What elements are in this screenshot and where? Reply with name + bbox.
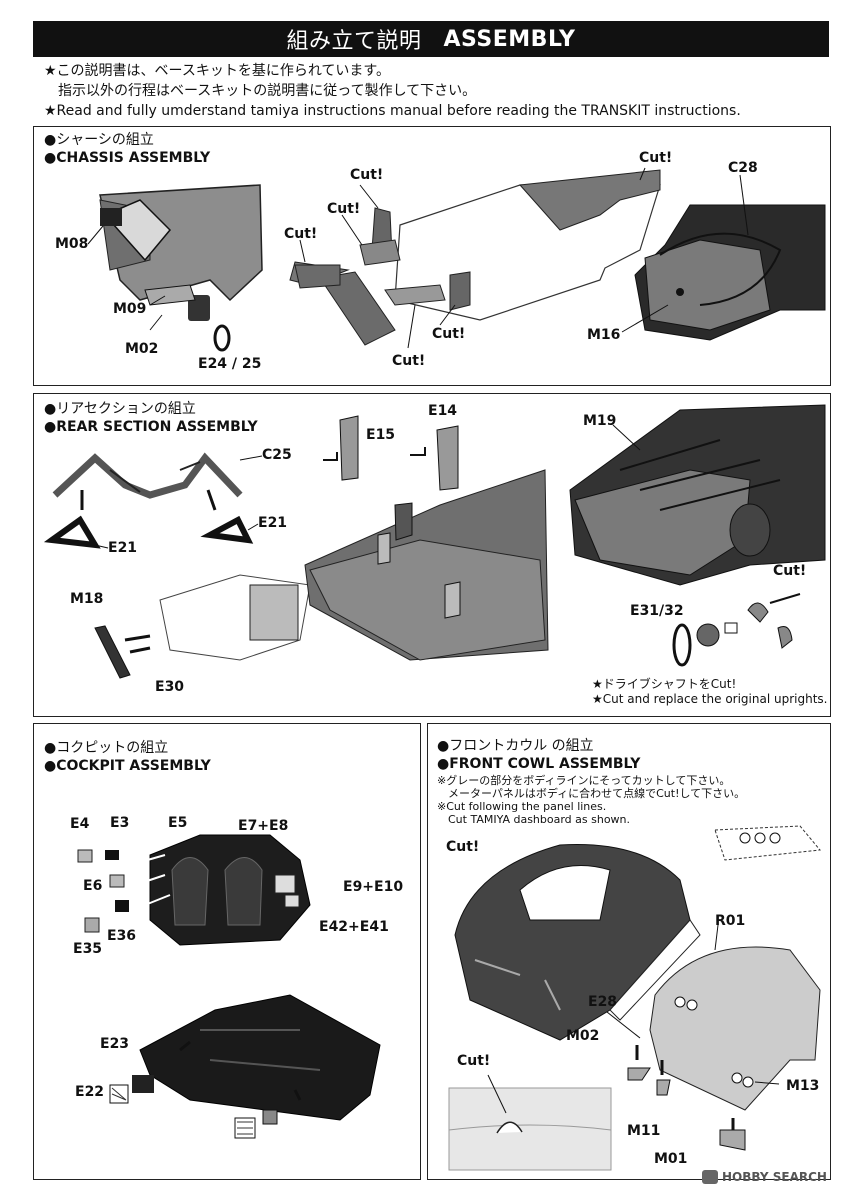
cockpit-title-jp: ●コクピットの組立 bbox=[44, 740, 169, 756]
front-cowl-title: ●フロントカウル の組立 ●FRONT COWL ASSEMBLY bbox=[437, 737, 640, 773]
label-m16: M16 bbox=[587, 327, 621, 343]
label-cowl-cut-1: Cut! bbox=[446, 839, 480, 855]
c25-spring-drawing bbox=[43, 452, 263, 549]
label-e23: E23 bbox=[100, 1036, 130, 1052]
label-cut-3: Cut! bbox=[284, 226, 318, 242]
label-e28: E28 bbox=[588, 994, 618, 1010]
rear-note-jp: ★ドライブシャフトをCut! bbox=[592, 677, 737, 691]
label-e21-left: E21 bbox=[108, 540, 138, 556]
page-header: 組み立て説明 ASSEMBLY bbox=[33, 21, 829, 57]
cowl-note-3: ※Cut following the panel lines. bbox=[437, 800, 607, 813]
cockpit-title: ●コクピットの組立 ●COCKPIT ASSEMBLY bbox=[44, 739, 211, 775]
label-e30: E30 bbox=[155, 679, 185, 695]
label-cut-4: Cut! bbox=[639, 150, 673, 166]
label-e3: E3 bbox=[110, 815, 130, 831]
label-m09: M09 bbox=[113, 301, 147, 317]
intro-text: ★この説明書は、ベースキットを基に作られています。 指示以外の行程はベースキット… bbox=[44, 61, 741, 121]
label-c28: C28 bbox=[728, 160, 758, 176]
label-e35: E35 bbox=[73, 941, 103, 957]
front-cowl-title-en: ●FRONT COWL ASSEMBLY bbox=[437, 756, 641, 772]
intro-line-1: ★この説明書は、ベースキットを基に作られています。 bbox=[44, 63, 391, 79]
rear-floor-drawing bbox=[304, 415, 549, 661]
front-suspension-drawing bbox=[87, 184, 263, 352]
header-title-en: ASSEMBLY bbox=[443, 26, 576, 52]
front-cowl-title-jp: ●フロントカウル の組立 bbox=[437, 738, 594, 754]
label-rear-cut: Cut! bbox=[773, 563, 807, 579]
label-cut-2: Cut! bbox=[327, 201, 361, 217]
label-cowl-m02: M02 bbox=[566, 1028, 600, 1044]
label-m13: M13 bbox=[786, 1078, 820, 1094]
label-e14: E14 bbox=[428, 403, 458, 419]
label-e15: E15 bbox=[366, 427, 396, 443]
rear-note-en: ★Cut and replace the original uprights. bbox=[592, 692, 828, 706]
label-m11: M11 bbox=[627, 1123, 661, 1139]
label-cut-5: Cut! bbox=[432, 326, 466, 342]
label-e6: E6 bbox=[83, 878, 103, 894]
dashboard-drawing bbox=[714, 825, 821, 861]
cowl-note-2: メーターパネルはボディに合わせて点線でCut!して下さい。 bbox=[437, 787, 746, 800]
label-e9-e10: E9+E10 bbox=[343, 879, 404, 895]
floor-pan-drawing bbox=[289, 167, 661, 349]
label-e5: E5 bbox=[168, 815, 188, 831]
label-e36: E36 bbox=[107, 928, 137, 944]
cowl-note-4: Cut TAMIYA dashboard as shown. bbox=[437, 813, 631, 826]
rear-frame-drawing bbox=[621, 174, 826, 341]
chassis-title-jp: ●シャーシの組立 bbox=[44, 132, 154, 148]
label-m19: M19 bbox=[583, 413, 617, 429]
label-m18: M18 bbox=[70, 591, 104, 607]
label-e4: E4 bbox=[70, 816, 90, 832]
label-cut-1: Cut! bbox=[350, 167, 384, 183]
hobby-search-logo-icon bbox=[702, 1170, 718, 1184]
engine-frame-drawing bbox=[94, 574, 311, 679]
cut-detail-drawing bbox=[448, 1074, 612, 1171]
intro-line-2: 指示以外の行程はベースキットの説明書に従って製作して下さい。 bbox=[44, 83, 477, 99]
label-e42-e41: E42+E41 bbox=[319, 919, 389, 935]
header-title-jp: 組み立て説明 bbox=[286, 29, 422, 54]
chassis-title-en: ●CHASSIS ASSEMBLY bbox=[44, 150, 211, 166]
label-e7-e8: E7+E8 bbox=[238, 818, 289, 834]
label-m08: M08 bbox=[55, 236, 89, 252]
cowl-note-1: ※グレーの部分をボディラインにそってカットして下さい。 bbox=[437, 774, 731, 787]
body-shell-drawing bbox=[454, 843, 701, 1041]
cockpit-title-en: ●COCKPIT ASSEMBLY bbox=[44, 758, 211, 774]
label-e21-right: E21 bbox=[258, 515, 288, 531]
label-m02: M02 bbox=[125, 341, 159, 357]
hobby-search-watermark: HOBBY SEARCH bbox=[702, 1170, 827, 1184]
label-c25: C25 bbox=[262, 447, 292, 463]
rear-assembled-drawing bbox=[569, 404, 826, 667]
label-m01: M01 bbox=[654, 1151, 688, 1167]
chassis-title: ●シャーシの組立 ●CHASSIS ASSEMBLY bbox=[44, 131, 210, 167]
rear-section-title: ●リアセクションの組立 ●REAR SECTION ASSEMBLY bbox=[44, 400, 258, 436]
nose-cowl-drawing bbox=[606, 924, 821, 1151]
label-cowl-cut-2: Cut! bbox=[457, 1053, 491, 1069]
rear-section-title-en: ●REAR SECTION ASSEMBLY bbox=[44, 419, 258, 435]
rear-section-title-jp: ●リアセクションの組立 bbox=[44, 401, 196, 417]
seat-tub-drawing bbox=[77, 834, 311, 946]
label-cut-6: Cut! bbox=[392, 353, 426, 369]
watermark-text: HOBBY SEARCH bbox=[722, 1170, 827, 1184]
label-e31-32: E31/32 bbox=[630, 603, 684, 619]
label-e24-25: E24 / 25 bbox=[198, 356, 262, 372]
cockpit-floor-drawing bbox=[109, 994, 381, 1139]
intro-line-3: ★Read and fully umderstand tamiya instru… bbox=[44, 103, 741, 119]
label-r01: R01 bbox=[715, 913, 746, 929]
label-e22: E22 bbox=[75, 1084, 105, 1100]
